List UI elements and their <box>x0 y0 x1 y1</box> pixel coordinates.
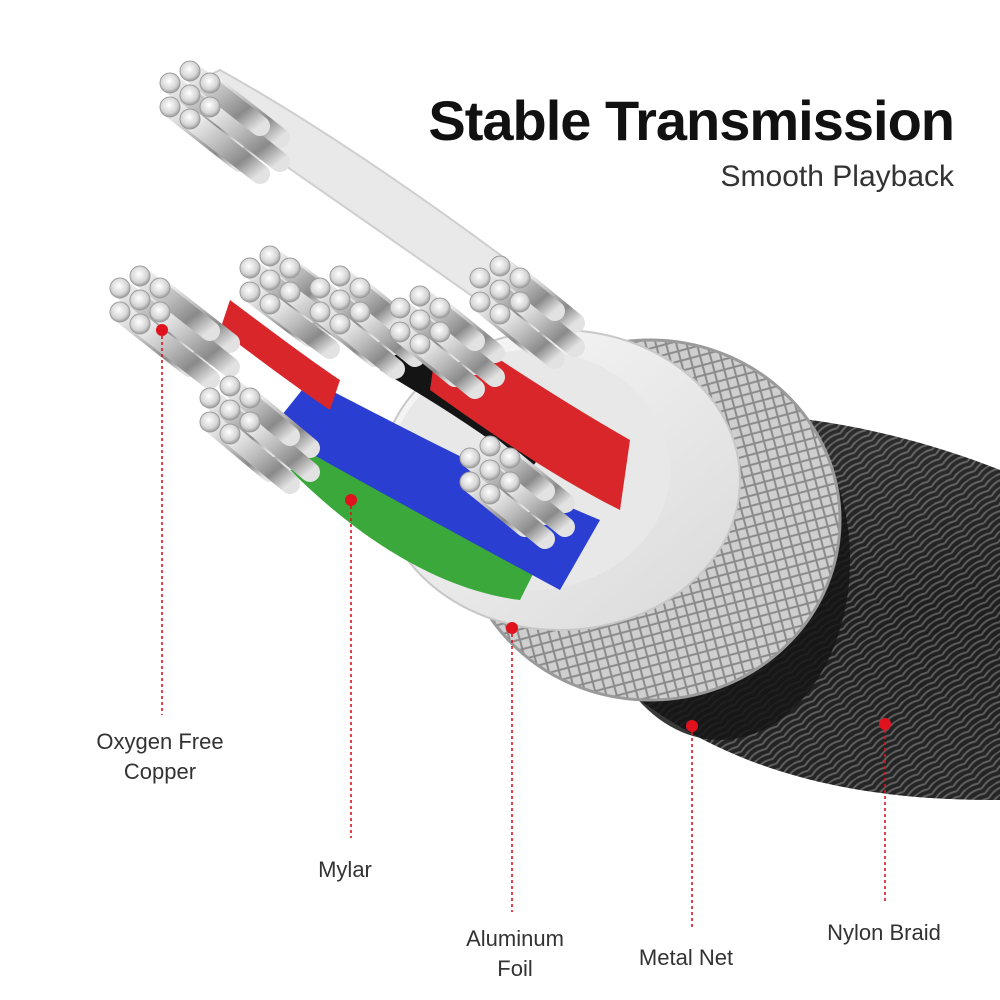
strand-body <box>410 286 485 351</box>
strand-body <box>410 334 485 399</box>
strand-end <box>409 309 431 331</box>
strand-body <box>510 292 585 357</box>
strand-end <box>219 375 241 397</box>
label-metal-net: Metal Net <box>638 945 734 970</box>
dot-copper <box>156 324 168 336</box>
strand-body <box>240 412 320 482</box>
strand-end <box>179 84 201 106</box>
strand-end <box>469 291 491 313</box>
strand-end <box>459 471 481 493</box>
copper-strands <box>109 60 585 549</box>
strand-end <box>459 447 481 469</box>
strand-end <box>199 72 221 94</box>
strand-end <box>329 289 351 311</box>
strand-body <box>500 472 575 537</box>
strand-end <box>329 265 351 287</box>
label-nylon-braid: Nylon Braid <box>827 920 941 945</box>
strand-end <box>429 321 451 343</box>
label-oxygen-free-copper: Oxygen Free Copper <box>96 729 224 784</box>
dot-nylon <box>879 718 891 730</box>
strand-end <box>479 459 501 481</box>
dot-metalnet <box>686 720 698 732</box>
strand-body <box>260 294 340 359</box>
strand-end <box>159 72 181 94</box>
strand-end <box>309 301 331 323</box>
strand-end <box>509 267 531 289</box>
strand-end <box>509 291 531 313</box>
strand-end <box>109 301 131 323</box>
strand-end <box>149 301 171 323</box>
strand-end <box>479 435 501 457</box>
strand-end <box>409 333 431 355</box>
strand-end <box>469 267 491 289</box>
callout-leaders <box>156 324 891 930</box>
strand-end <box>239 281 261 303</box>
strand-body <box>200 97 290 172</box>
strand-body <box>180 109 270 184</box>
strand-end <box>489 279 511 301</box>
strand-body <box>220 376 300 446</box>
strand-end <box>409 285 431 307</box>
strand-body <box>480 436 555 501</box>
strand-end <box>179 108 201 130</box>
strand-end <box>309 277 331 299</box>
strand-end <box>239 257 261 279</box>
strand-end <box>489 303 511 325</box>
strand-end <box>329 313 351 335</box>
strand-end <box>199 96 221 118</box>
strand-end <box>199 387 221 409</box>
strand-body <box>150 302 240 377</box>
strand-end <box>129 313 151 335</box>
dot-mylar <box>345 494 357 506</box>
strand-end <box>239 411 261 433</box>
strand-end <box>479 483 501 505</box>
strand-body <box>130 314 220 389</box>
strand-end <box>159 96 181 118</box>
strand-end <box>239 387 261 409</box>
headline-title: Stable Transmission <box>428 89 955 152</box>
strand-end <box>259 293 281 315</box>
strand-body <box>490 304 565 369</box>
strand-end <box>499 447 521 469</box>
strand-end <box>219 423 241 445</box>
dot-foil <box>506 622 518 634</box>
strand-end <box>499 471 521 493</box>
strand-end <box>279 281 301 303</box>
strand-end <box>349 277 371 299</box>
headline-subtitle: Smooth Playback <box>720 160 954 193</box>
label-mylar: Mylar <box>318 857 372 882</box>
strand-end <box>489 255 511 277</box>
strand-body <box>220 424 300 494</box>
strand-body <box>330 266 405 331</box>
strand-body <box>490 256 565 321</box>
strand-end <box>389 297 411 319</box>
strand-end <box>179 60 201 82</box>
strand-end <box>129 289 151 311</box>
strand-end <box>389 321 411 343</box>
label-aluminum-foil: Aluminum Foil <box>466 926 564 981</box>
strand-end <box>429 297 451 319</box>
strand-end <box>219 399 241 421</box>
strand-body <box>480 484 555 549</box>
strand-end <box>129 265 151 287</box>
strand-body <box>330 314 405 379</box>
strand-end <box>109 277 131 299</box>
strand-end <box>199 411 221 433</box>
strand-body <box>430 322 505 387</box>
strand-end <box>259 269 281 291</box>
strand-end <box>279 257 301 279</box>
strand-end <box>349 301 371 323</box>
strand-end <box>259 245 281 267</box>
strand-end <box>149 277 171 299</box>
